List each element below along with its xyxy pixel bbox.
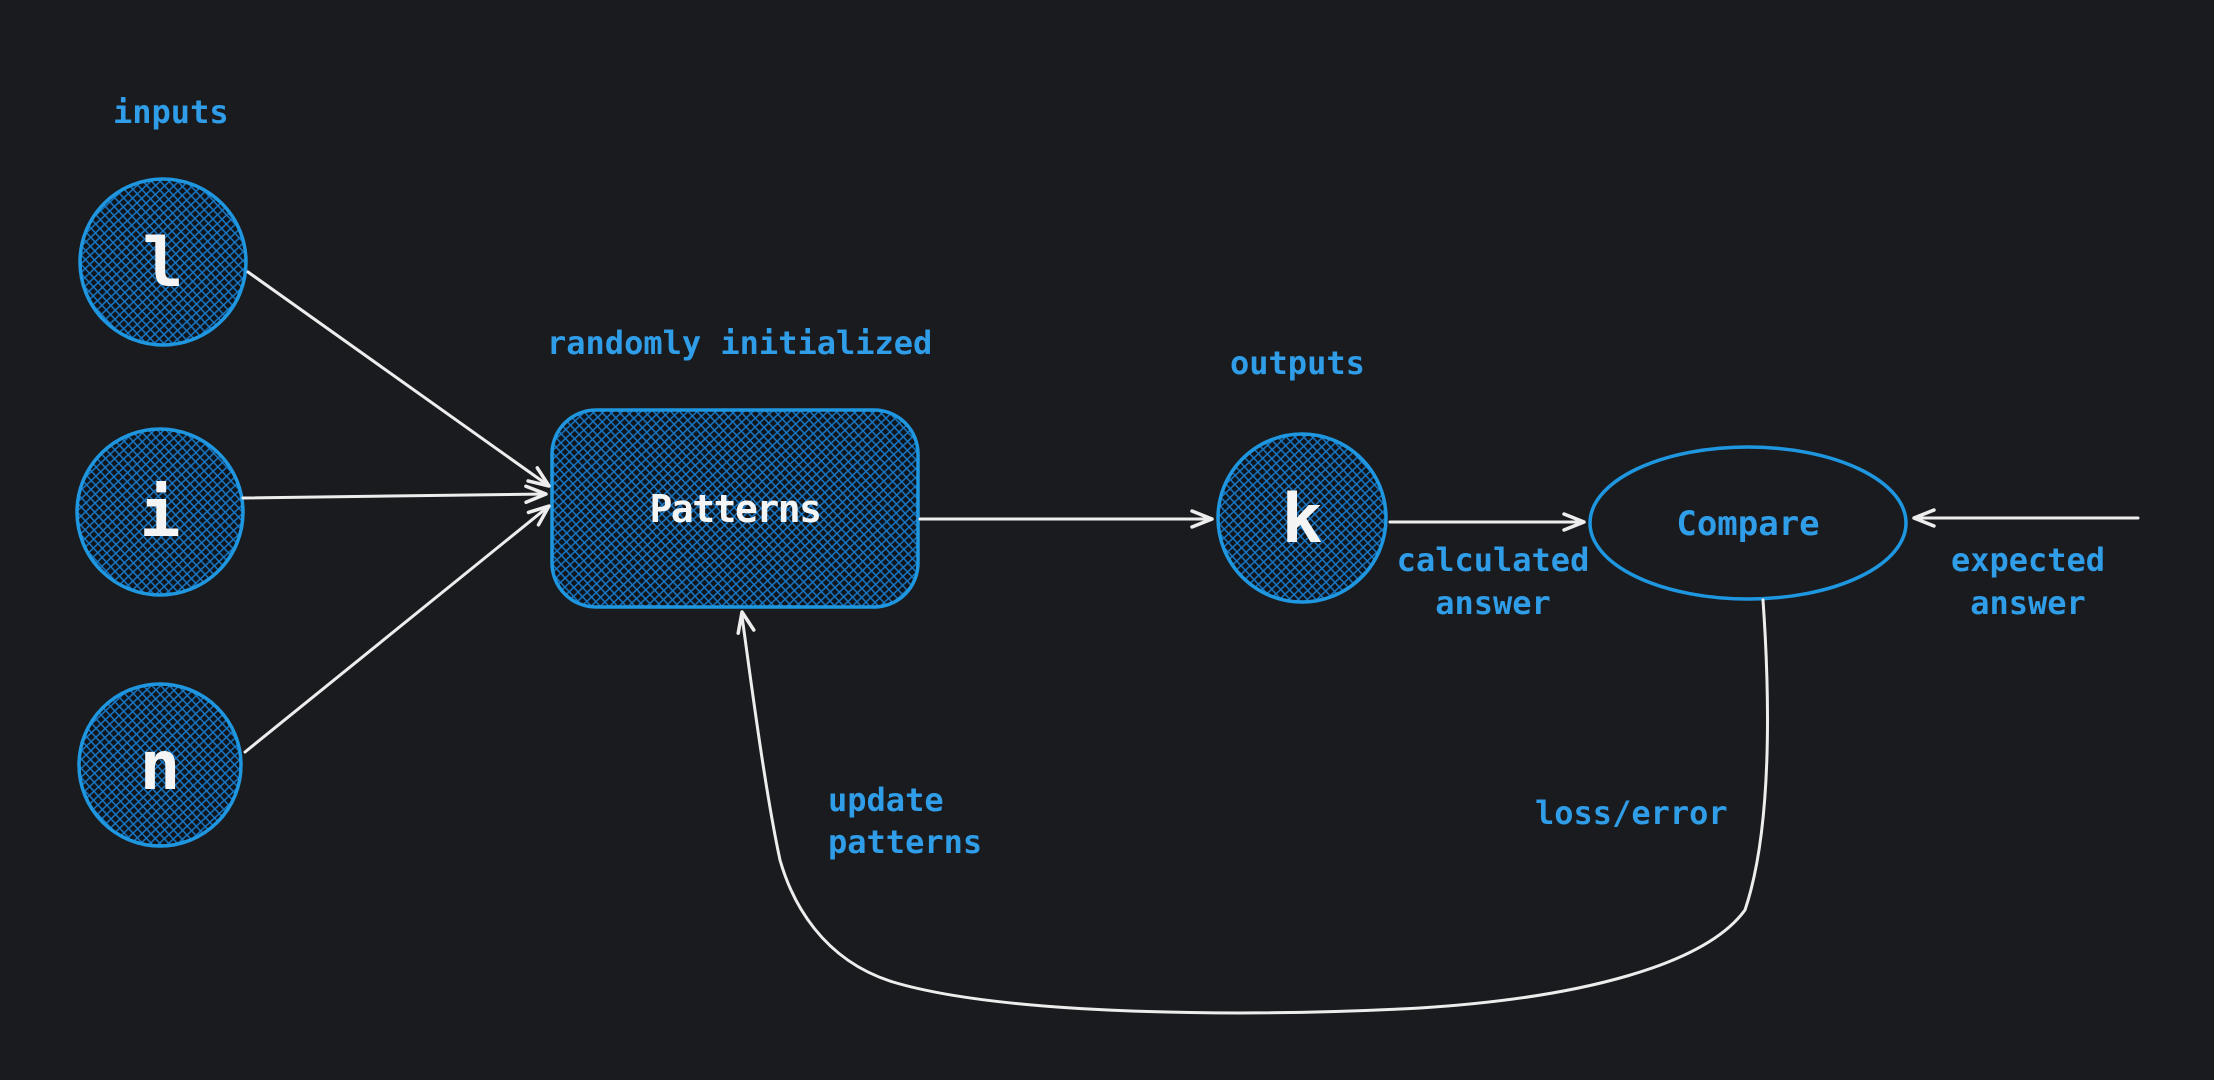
input-node-n-letter[interactable]: n	[140, 727, 181, 806]
patterns-box-title[interactable]: Patterns	[649, 487, 822, 531]
arrow-n-to-patterns-head	[526, 504, 551, 527]
outputs-label[interactable]: outputs	[1230, 344, 1365, 382]
output-node-k-letter[interactable]: k	[1282, 480, 1323, 559]
compare-ellipse[interactable]	[1588, 445, 1908, 601]
loss-error-label[interactable]: loss/error	[1535, 794, 1728, 832]
input-node-i-letter[interactable]: i	[140, 474, 181, 553]
arrow-i-to-patterns[interactable]	[241, 492, 548, 500]
input-node-n-circle[interactable]	[77, 682, 243, 848]
randomly-initialized-label[interactable]: randomly initialized	[547, 324, 932, 362]
arrow-l-to-patterns-head	[526, 466, 551, 488]
output-node-k-circle[interactable]	[1216, 432, 1388, 604]
arrow-output-to-compare-head	[1562, 512, 1586, 532]
arrow-loss-feedback-loop-head	[736, 610, 756, 635]
calculated-answer-label-line1[interactable]: calculated	[1397, 541, 1590, 579]
expected-answer-label-line1[interactable]: expected	[1951, 541, 2105, 579]
calculated-answer-label-line2[interactable]: answer	[1435, 584, 1551, 622]
patterns-box[interactable]	[550, 408, 920, 609]
arrow-l-to-patterns[interactable]	[246, 270, 551, 488]
arrow-patterns-to-output-head	[1190, 509, 1214, 529]
inputs-label[interactable]: inputs	[113, 93, 229, 131]
arrow-i-to-patterns-head	[524, 484, 548, 505]
arrow-n-to-patterns[interactable]	[243, 504, 551, 754]
update-patterns-label-line2[interactable]: patterns	[828, 823, 982, 861]
arrow-expected-to-compare-head	[1912, 508, 1936, 528]
compare-ellipse-title[interactable]: Compare	[1676, 504, 1819, 544]
expected-answer-label-line2[interactable]: answer	[1970, 584, 2086, 622]
arrow-loss-feedback-loop[interactable]	[740, 598, 1769, 1015]
update-patterns-label-line1[interactable]: update	[828, 781, 944, 819]
input-node-l-letter[interactable]: l	[143, 224, 184, 303]
input-node-i-circle[interactable]	[75, 427, 245, 597]
input-node-l-circle[interactable]	[78, 177, 248, 347]
